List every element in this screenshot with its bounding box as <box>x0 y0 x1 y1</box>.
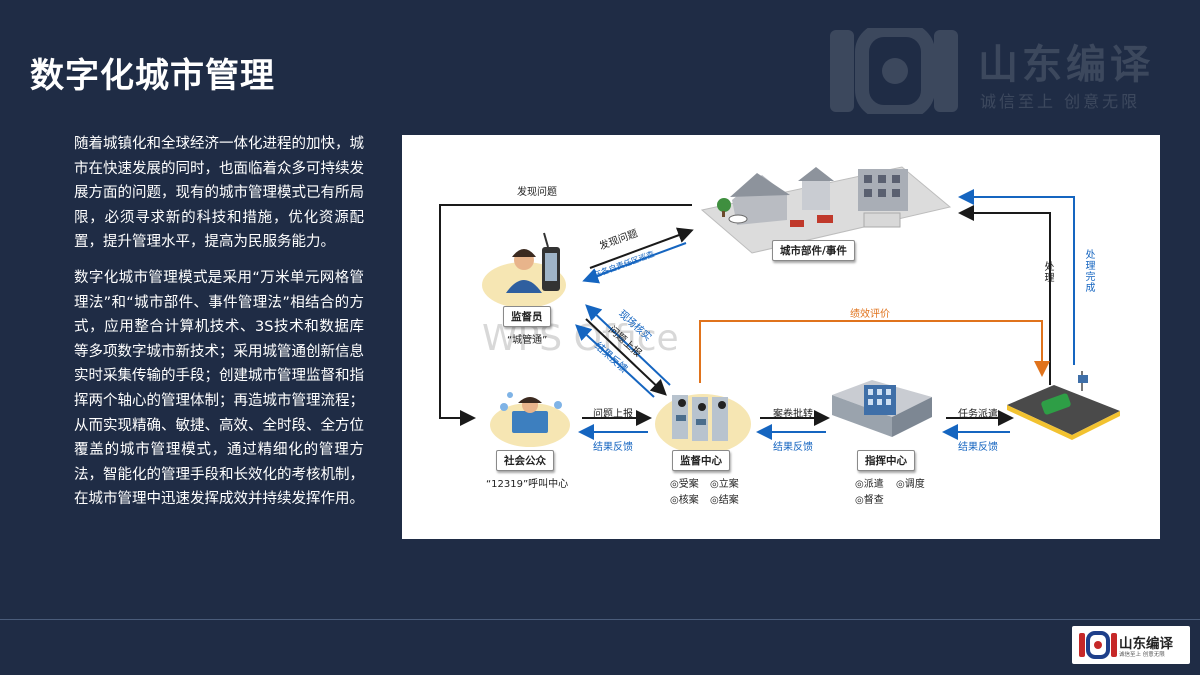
city-parts-box: 城市部件/事件 <box>772 240 855 261</box>
watermark-name: 山东编译 <box>978 42 1154 88</box>
watermark-slogan: 诚信至上 创意无限 <box>980 92 1141 111</box>
public-box: 社会公众 <box>496 450 554 471</box>
sup-item-file: ◎立案 <box>710 479 739 490</box>
sup-item-check: ◎核案 <box>670 495 699 506</box>
paragraph-2: 数字化城市管理模式是采用“万米单元网格管理法”和“城市部件、事件管理法”相结合的… <box>74 269 364 508</box>
brand-mark-icon <box>1079 631 1117 659</box>
label-task-dispatch: 任务派遣 <box>958 409 998 420</box>
page-title: 数字化城市管理 <box>30 56 275 96</box>
command-center-box: 指挥中心 <box>857 450 915 471</box>
cmd-item-schedule: ◎调度 <box>896 479 925 490</box>
brand-mark-icon <box>830 28 958 114</box>
label-cgt: “城管通” <box>507 335 548 346</box>
sup-item-accept: ◎受案 <box>670 479 699 490</box>
label-case-transfer: 案卷批转 <box>773 409 813 420</box>
cmd-item-dispatch: ◎派遣 <box>855 479 884 490</box>
label-hotline: “12319”呼叫中心 <box>486 479 569 490</box>
label-feedback-h3: 结果反馈 <box>958 442 998 453</box>
label-report-h: 问题上报 <box>593 409 633 420</box>
supervisor-box: 监督员 <box>503 306 551 327</box>
label-feedback-h2: 结果反馈 <box>773 442 813 453</box>
supervision-center-box: 监督中心 <box>672 450 730 471</box>
parking-lot-illustration <box>1007 371 1120 440</box>
logo-slogan: 诚信至上 创意无限 <box>1119 652 1165 658</box>
command-center-illustration <box>832 380 932 437</box>
supervision-center-illustration <box>655 394 751 454</box>
label-handle: 处理 <box>1042 261 1053 283</box>
process-diagram: WPS Office 城市部件/事件 发现问题 发现问题 在各自责任区巡查 监督… <box>402 135 1160 539</box>
label-performance: 绩效评价 <box>850 309 890 320</box>
label-handle-done: 处理完成 <box>1083 249 1094 293</box>
supervisor-illustration <box>482 232 566 308</box>
public-illustration <box>490 392 570 447</box>
paragraph-1: 随着城镇化和全球经济一体化进程的加快，城市在快速发展的同时，也面临着众多可持续发… <box>74 136 364 251</box>
footer-logo: 山东编译 诚信至上 创意无限 <box>1072 626 1190 664</box>
diagram-arrows <box>439 189 1075 440</box>
diagram-graphics: WPS Office <box>482 166 1120 454</box>
label-discover-top: 发现问题 <box>517 187 557 198</box>
logo-name: 山东编译 <box>1119 636 1173 652</box>
footer-divider <box>0 619 1200 620</box>
sup-item-close: ◎结案 <box>710 495 739 506</box>
watermark-logo: 山东编译 诚信至上 创意无限 <box>828 26 1178 116</box>
city-buildings-illustration <box>700 166 952 254</box>
body-text: 随着城镇化和全球经济一体化进程的加快，城市在快速发展的同时，也面临着众多可持续发… <box>74 132 364 523</box>
label-feedback-h1: 结果反馈 <box>593 442 633 453</box>
cmd-item-inspect: ◎督查 <box>855 495 884 506</box>
